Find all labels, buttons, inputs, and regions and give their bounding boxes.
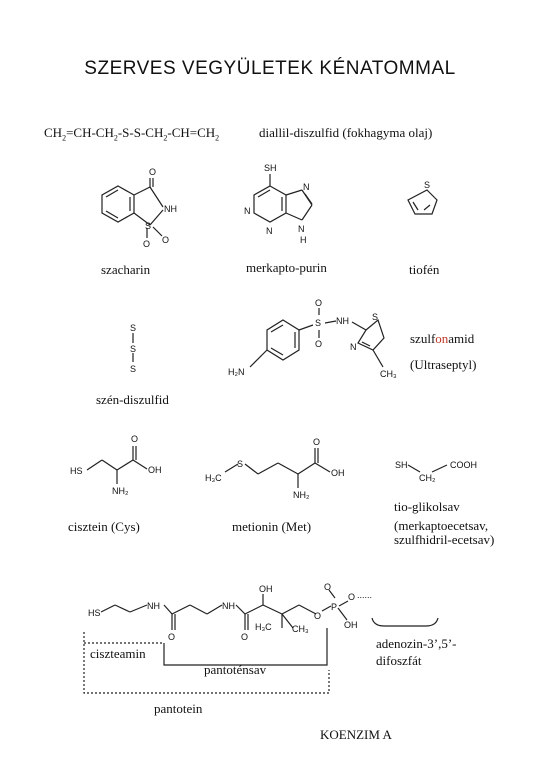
atom-label: S [145,221,151,231]
atom-label: OH [148,465,162,475]
atom-label: NH [164,204,177,214]
atom-label: H₃C [255,622,272,632]
atom-label: O [143,239,150,249]
atom-label: ...... [357,590,372,600]
atom-label: HS [70,466,83,476]
atom-label: COOH [450,460,477,470]
atom-label: OH [344,620,358,630]
atom-label: N [244,206,251,216]
atom-label: O [315,298,322,308]
atom-label: O [168,632,175,642]
atom-label: CH₃ [380,369,397,379]
tioglikolsav-label: tio-glikolsav [394,499,460,514]
atom-label: O [324,582,331,592]
difoszfat-label: difoszfát [376,653,422,668]
atom-label: O [162,235,169,245]
szulfonamid-label: szulfonamid [410,331,475,346]
atom-label: O [315,339,322,349]
atom-label: N [303,182,310,192]
atom-label: O [131,434,138,444]
atom-label: S [237,459,243,469]
szacharin-label: szacharin [101,262,151,277]
atom-label: O [348,592,355,602]
atom-label: O [314,611,321,621]
atom-label: OH [259,584,273,594]
atom-label: CH₂ [419,473,436,483]
atom-label: S [372,312,378,322]
atom-label: N [298,224,305,234]
atom-label: O [313,437,320,447]
atom-label: H [300,235,307,245]
atom-label: NH₂ [112,486,129,496]
atom-label: NH [147,601,160,611]
atom-label: S [130,364,136,374]
metionin-label: metionin (Met) [232,519,312,534]
merkaptoecetsav-label: (merkaptoecetsav, [394,518,489,533]
atom-label: NH [336,316,349,326]
diallil-label: diallil-diszulfid (fokhagyma olaj) [259,125,433,140]
atom-label: CH₃ [292,624,309,634]
page-title: SZERVES VEGYÜLETEK KÉNATOMMAL [84,58,456,79]
adenozin-label: adenozin-3’,5’- [376,636,457,651]
szulfhidril-label: szulfhidril-ecetsav) [394,532,495,547]
atom-label: O [149,167,156,177]
szendiszulfid-label: szén-diszulfid [96,392,169,407]
pantotensav-label: pantoténsav [204,662,267,677]
ultraseptyl-label: (Ultraseptyl) [410,357,477,372]
koenzim-a-label: KOENZIM A [320,727,392,742]
ciszteamin-label: ciszteamin [90,646,146,661]
atom-label: N [350,342,357,352]
atom-label: NH [222,601,235,611]
atom-label: H₂N [228,367,245,377]
atom-label: OH [331,468,345,478]
atom-label: S [424,180,430,190]
atom-label: HS [88,608,101,618]
cisztein-label: cisztein (Cys) [68,519,140,534]
atom-label: N [266,226,273,236]
atom-label: S [130,344,136,354]
diallil-formula: CH2=CH-CH2-S-S-CH2-CH=CH2 [44,125,220,143]
tiofen-label: tiofén [409,262,440,277]
atom-label: SH [264,163,277,173]
atom-label: O [241,632,248,642]
pantotein-label: pantotein [154,701,203,716]
atom-label: S [130,323,136,333]
atom-label: P [331,602,337,612]
atom-label: S [315,318,321,328]
atom-label: SH [395,460,408,470]
atom-label: H₃C [205,473,222,483]
atom-label: NH₂ [293,490,310,500]
merkaptopurin-label: merkapto-purin [246,260,327,275]
